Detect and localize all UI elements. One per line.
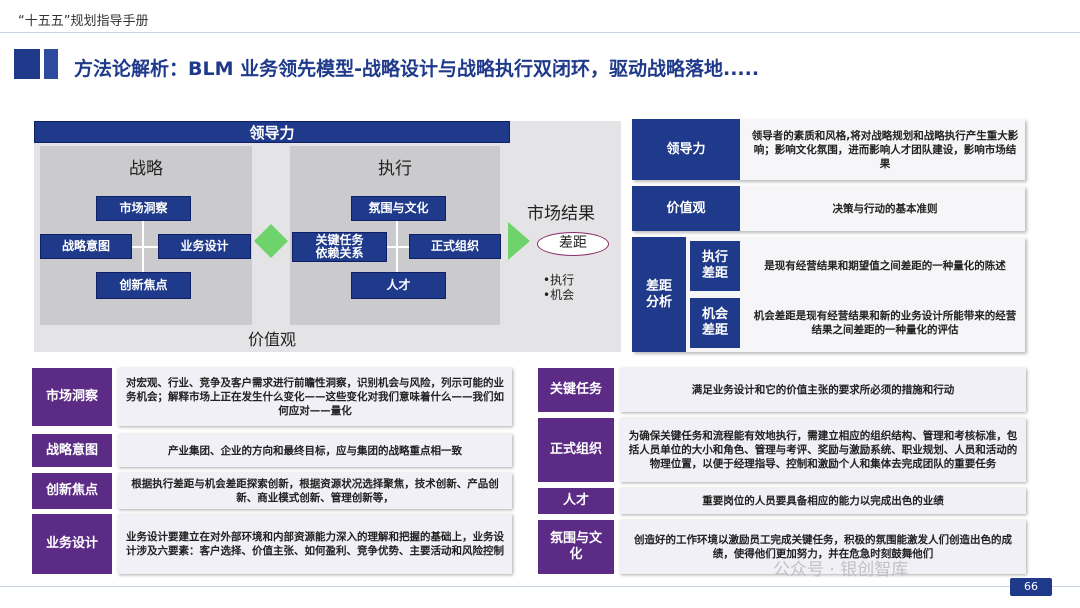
table-row-label: 人才 bbox=[538, 488, 614, 514]
execution-cross-v bbox=[396, 221, 398, 273]
talent-box: 人才 bbox=[351, 272, 446, 299]
formal-organization-box: 正式组织 bbox=[409, 234, 501, 259]
execution-title: 执行 bbox=[378, 159, 412, 179]
table-row-text: 业务设计要建立在对外部环境和内部资源能力深入的理解和把握的基础上，业务设计涉及六… bbox=[118, 514, 512, 574]
definition-text-exec-gap: 是现有经营结果和期望值之间差距的一种量化的陈述 bbox=[764, 260, 1006, 272]
gap-oval: 差距 bbox=[537, 232, 609, 256]
table-row-label: 关键任务 bbox=[538, 368, 614, 412]
definition-label-gap-analysis: 差距 分析 bbox=[632, 237, 686, 352]
document-header: “十五五”规划指导手册 bbox=[18, 14, 149, 29]
market-insight-box: 市场洞察 bbox=[96, 196, 191, 221]
bullet-opportunity: •机会 bbox=[543, 288, 575, 302]
definition-text-opp-gap: 机会差距是现有经营结果和新的业务设计所能带来的经营结果之间差距的一种量化的评估 bbox=[753, 310, 1017, 336]
table-row-label: 正式组织 bbox=[538, 418, 614, 482]
strategy-cross-v bbox=[142, 221, 144, 273]
definition-text-values: 决策与行动的基本准则 bbox=[832, 202, 938, 215]
business-design-box: 业务设计 bbox=[158, 234, 251, 259]
definition-label-opp-gap: 机会 差距 bbox=[690, 298, 740, 348]
page-number: 66 bbox=[1010, 578, 1052, 596]
bullet-execution: •执行 bbox=[543, 273, 575, 287]
page-title: 方法论解析：BLM 业务领先模型-战略设计与战略执行双闭环，驱动战略落地....… bbox=[74, 58, 760, 80]
header-divider bbox=[0, 32, 1080, 33]
execution-cross-h bbox=[345, 246, 460, 248]
climate-culture-box: 氛围与文化 bbox=[351, 196, 446, 221]
table-row-label: 创新焦点 bbox=[32, 473, 112, 509]
definition-text-leadership: 领导者的素质和风格,将对战略规划和战略执行产生重大影响；影响文化氛围，进而影响人… bbox=[751, 129, 1019, 170]
table-row-label: 氛围与文 化 bbox=[538, 520, 614, 574]
table-row-text: 根据执行差距与机会差距探索创新，根据资源状况选择聚焦，技术创新、产品创新、商业模… bbox=[118, 473, 512, 509]
watermark: 公众号 · 银创智库 bbox=[773, 560, 909, 580]
table-row-text: 创造好的工作环境以激励员工完成关键任务，积极的氛围能激发人们创造出色的成绩，使得… bbox=[620, 520, 1026, 574]
table-row-text: 为确保关键任务和流程能有效地执行，需建立相应的组织结构、管理和考核标准，包括人员… bbox=[620, 418, 1026, 482]
market-result-title: 市场结果 bbox=[527, 204, 595, 224]
table-row-label: 业务设计 bbox=[32, 514, 112, 574]
table-row-label: 市场洞察 bbox=[32, 368, 112, 426]
innovation-focus-box: 创新焦点 bbox=[96, 272, 191, 299]
table-row-text: 对宏观、行业、竞争及客户需求进行前瞻性洞察，识别机会与风险，列示可能的业务机会；… bbox=[118, 368, 512, 426]
key-tasks-box: 关键任务 依赖关系 bbox=[292, 232, 387, 262]
strategy-title: 战略 bbox=[129, 159, 163, 179]
strategy-cross-h bbox=[95, 246, 205, 248]
arrow-right-icon bbox=[508, 222, 530, 260]
strategic-intent-box: 战略意图 bbox=[40, 234, 132, 259]
table-row-label: 战略意图 bbox=[32, 434, 112, 467]
table-row-text: 满足业务设计和它的价值主张的要求所必须的措施和行动 bbox=[620, 368, 1026, 412]
values-bar: 价值观 bbox=[34, 327, 510, 352]
table-row-text: 重要岗位的人员要具备相应的能力以完成出色的业绩 bbox=[620, 488, 1026, 514]
definition-label-values: 价值观 bbox=[632, 186, 740, 231]
market-result-bullets: •执行 •机会 bbox=[543, 273, 574, 303]
title-accent-bar bbox=[14, 49, 40, 79]
footer-divider bbox=[0, 586, 1080, 587]
definition-label-exec-gap: 执行 差距 bbox=[690, 241, 740, 291]
title-accent-bar-small bbox=[44, 49, 58, 79]
table-row-text: 产业集团、企业的方向和最终目标，应与集团的战略重点相一致 bbox=[118, 434, 512, 467]
definition-label-leadership: 领导力 bbox=[632, 119, 740, 180]
leadership-bar: 领导力 bbox=[34, 121, 510, 143]
